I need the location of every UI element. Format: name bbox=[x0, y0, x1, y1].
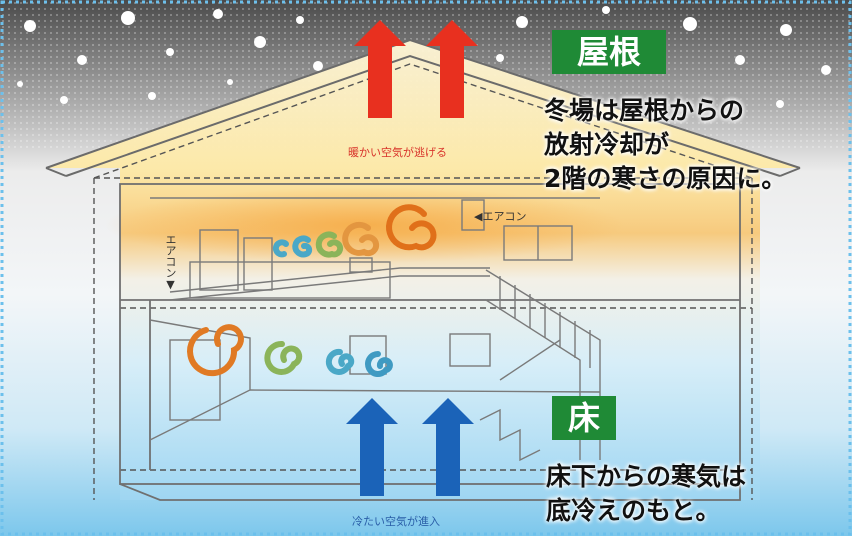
floor-caption-line-2: 底冷えのもと。 bbox=[546, 496, 721, 525]
roof-label: 屋根 bbox=[552, 30, 666, 74]
snowflakes bbox=[17, 6, 831, 108]
cold-arrow-left bbox=[346, 398, 398, 496]
cold-arrow-right bbox=[422, 398, 474, 496]
warm-arrow-caption: 暖かい空気が逃げる bbox=[348, 146, 447, 159]
warm-arrow-left bbox=[354, 20, 406, 118]
floor-label: 床 bbox=[552, 396, 616, 440]
warm-arrow-right bbox=[426, 20, 478, 118]
warm-swirls bbox=[272, 204, 437, 258]
roof-caption-line-1: 冬場は屋根からの bbox=[544, 96, 745, 125]
roof-caption-line-3: 2階の寒さの原因に。 bbox=[544, 164, 787, 193]
aircon-left-label: エアコン▼ bbox=[164, 234, 177, 291]
cold-arrow-caption: 冷たい空気が進入 bbox=[352, 515, 440, 528]
cold-air-arrows bbox=[346, 398, 474, 496]
warm-air-arrows bbox=[354, 20, 478, 118]
cold-swirls bbox=[187, 324, 393, 377]
floor-caption-line-1: 床下からの寒気は bbox=[546, 462, 747, 491]
aircon-upper-label: ◀エアコン bbox=[474, 210, 527, 223]
roof-caption-line-2: 放射冷却が bbox=[544, 130, 670, 159]
